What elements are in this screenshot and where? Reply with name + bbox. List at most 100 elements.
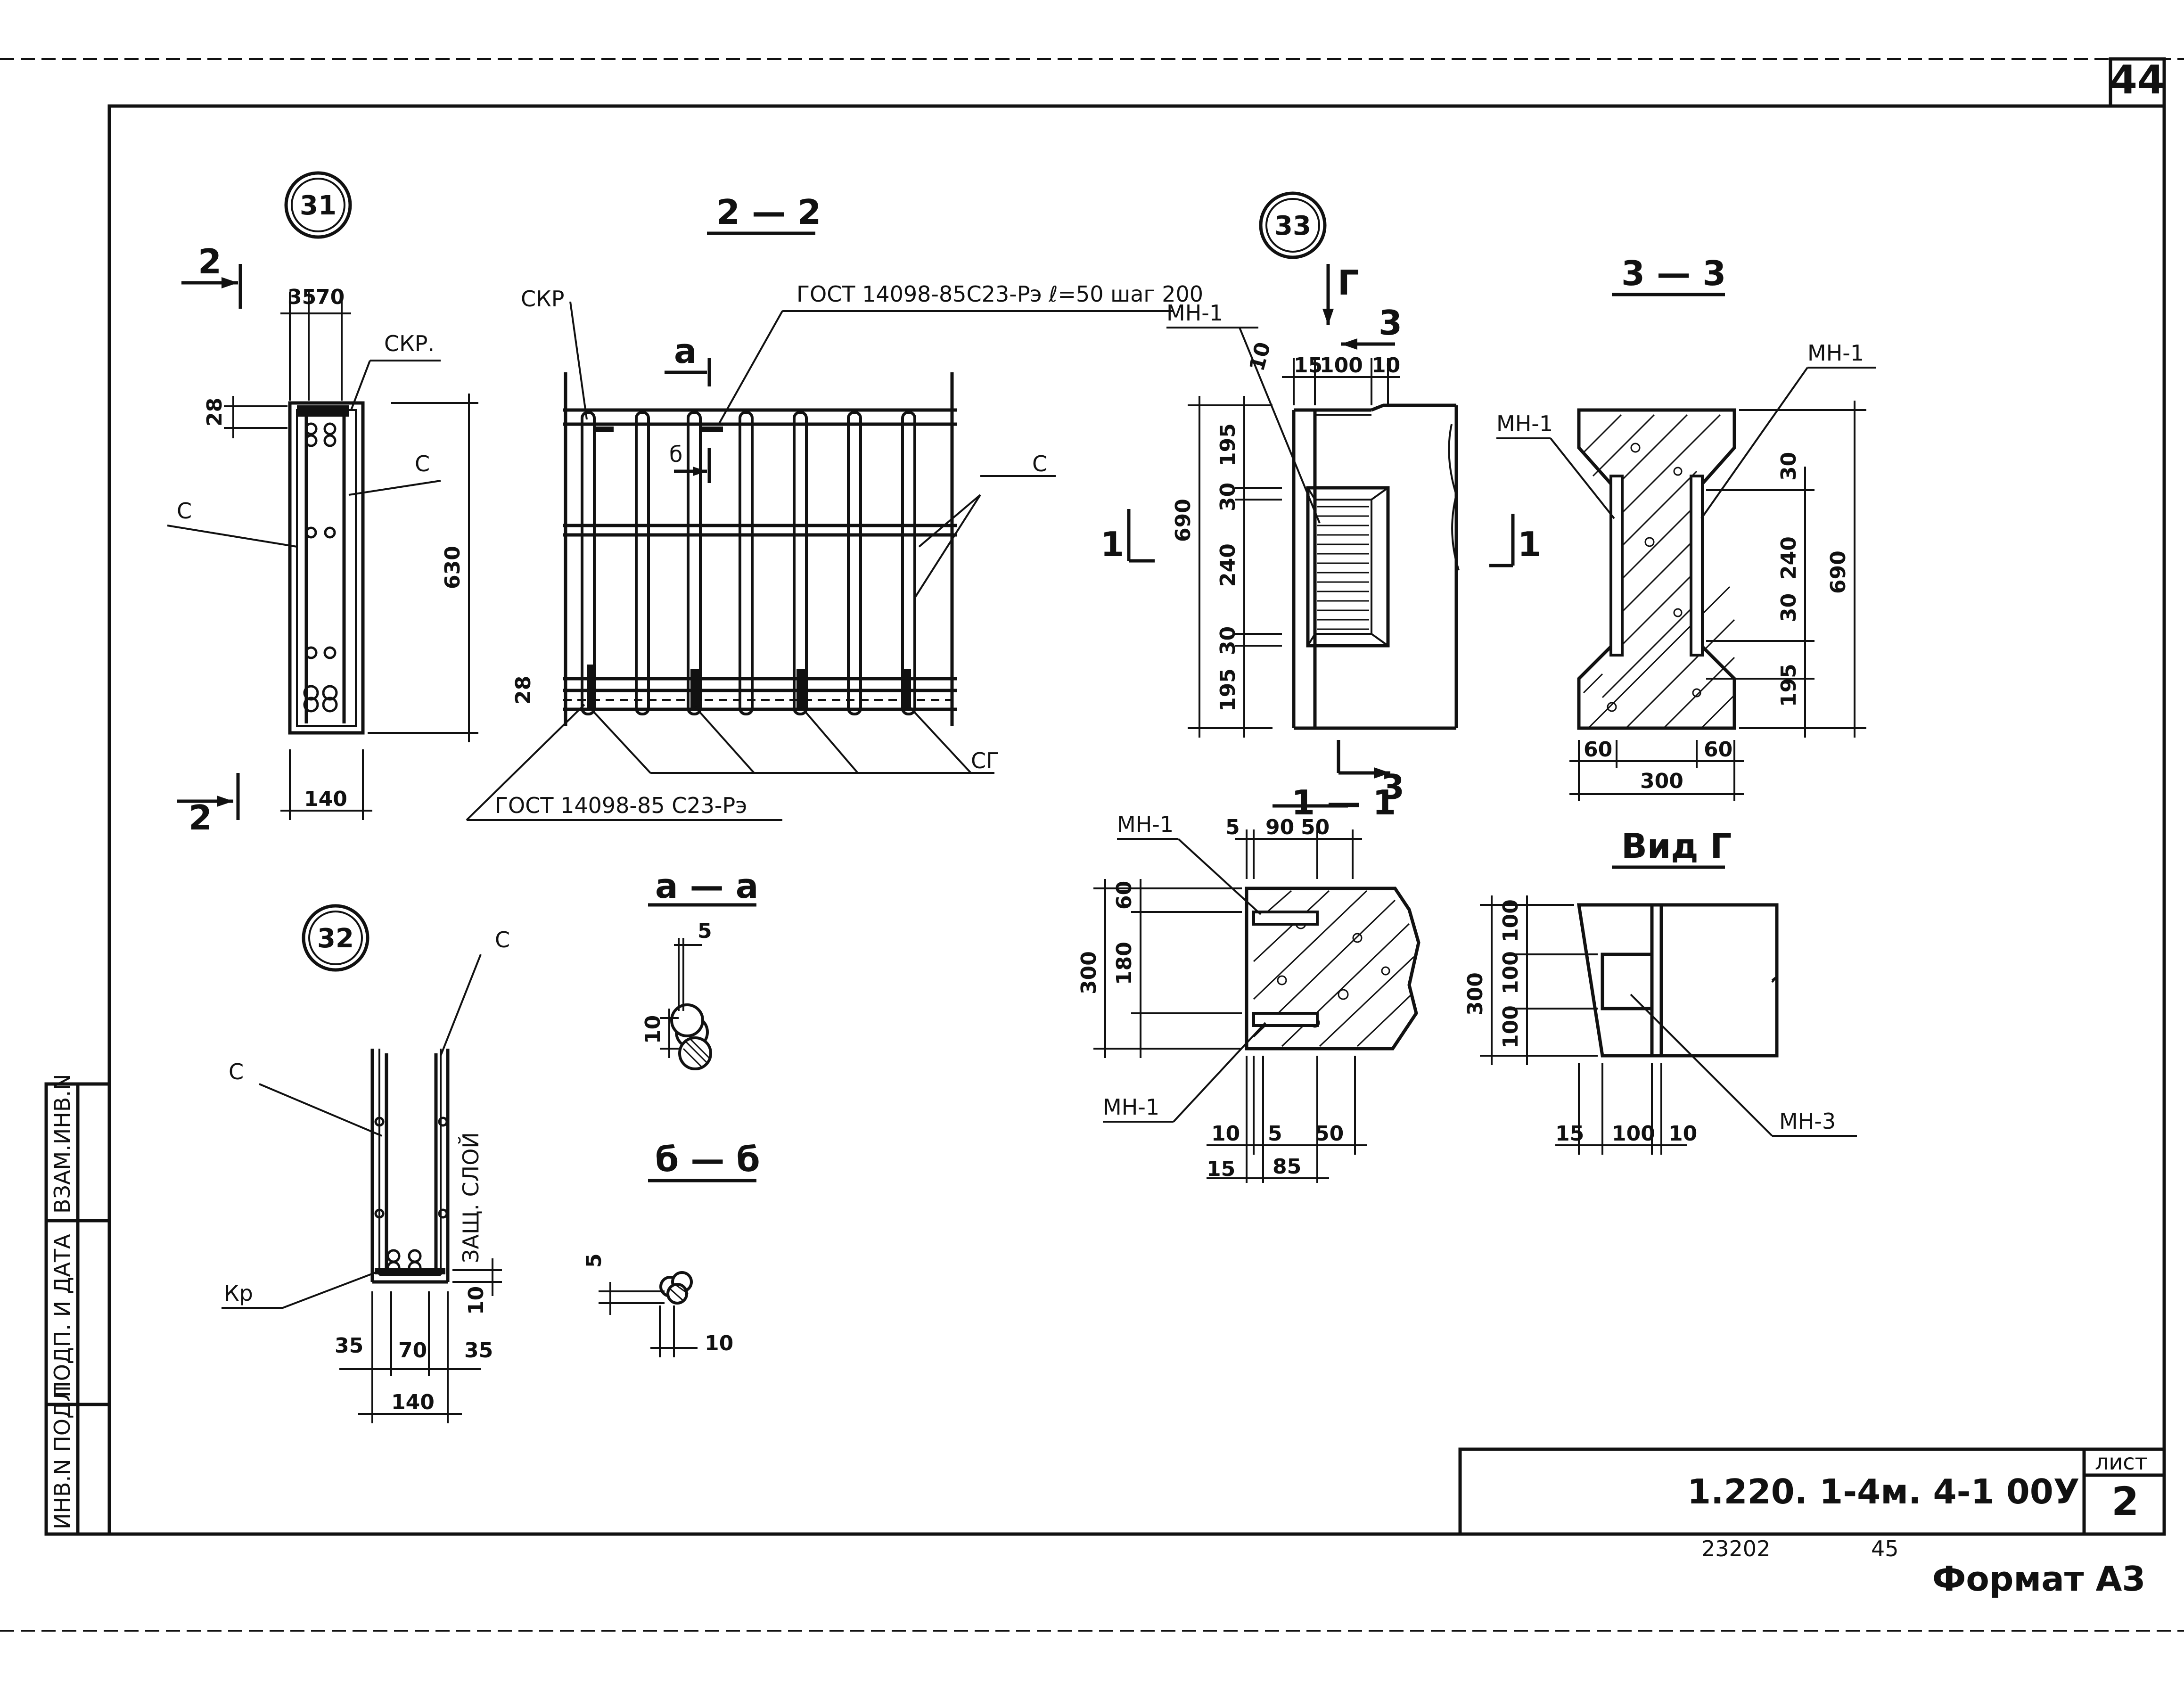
node-33-dim-10: 10: [1245, 339, 1275, 373]
section-3-3-dim-690: 690: [1826, 550, 1850, 594]
section-a-a: а — а 10 5: [641, 866, 758, 1070]
section-1-1-dim-300: 300: [1077, 951, 1101, 994]
node-33-section-1-left: 1: [1100, 525, 1124, 564]
format-label: Формат А3: [1932, 1559, 2145, 1599]
section-1-1-dim-5b: 5: [1268, 1122, 1282, 1146]
sheet-frame: 44: [0, 57, 2184, 1632]
section-1-1-dim-85: 85: [1273, 1155, 1301, 1179]
section-1-1: 1 — 1 МН-1 МН-1 5 90 50 300: [1077, 783, 1420, 1183]
node-31-label-c-left: С: [177, 498, 192, 524]
node-33-dim-15: 15: [1294, 353, 1322, 378]
section-b-b-dim-5: 5: [582, 1253, 606, 1268]
section-a-a-dim-10: 10: [641, 1015, 665, 1044]
section-1-1-dim-10: 10: [1211, 1122, 1240, 1146]
section-1-1-label-mn1-bottom: МН-1: [1103, 1094, 1159, 1120]
node-31: 31 2 2 35 70 28: [167, 171, 478, 837]
section-2-2-mark-a: а: [674, 331, 697, 371]
view-g-dim-10: 10: [1668, 1122, 1697, 1146]
section-2-2-mark-b: б: [669, 442, 682, 467]
node-33-dim-100: 100: [1320, 353, 1363, 378]
section-b-b: б — б 5 10: [582, 1140, 760, 1357]
node-33-dim-690: 690: [1171, 499, 1195, 542]
node-33-dim-10b: 10: [1371, 353, 1400, 378]
node-31-marker: 31: [300, 190, 337, 221]
node-33-dim-195a: 195: [1216, 423, 1240, 467]
section-3-3-label-mn1-left: МН-1: [1496, 411, 1553, 436]
section-1-1-dim-50b: 50: [1315, 1122, 1344, 1146]
node-31-dim-28: 28: [203, 398, 227, 427]
node-32-dim-70: 70: [398, 1338, 427, 1363]
section-3-3-dim-60a: 60: [1584, 738, 1612, 762]
section-3-3-dim-60b: 60: [1704, 738, 1732, 762]
section-1-1-dim-90: 90: [1265, 815, 1294, 839]
node-31-dim-35: 35: [287, 285, 316, 309]
node-32-label-cover: ЗАЩ. СЛОЙ: [458, 1132, 484, 1263]
node-31-dim-140: 140: [304, 787, 347, 811]
node-33-view-arrow: Г: [1338, 263, 1359, 303]
stamp-podp-data: ПОДП. И ДАТА: [49, 1234, 75, 1397]
view-g-title: Вид Г: [1621, 826, 1732, 866]
node-33-section-1-right: 1: [1518, 525, 1541, 564]
node-31-dim-630: 630: [441, 546, 465, 589]
sheet-number: 2: [2111, 1478, 2139, 1525]
view-g-dim-100c: 100: [1499, 1005, 1523, 1049]
section-3-3-title: 3 — 3: [1621, 254, 1726, 293]
section-2-2-label-skr: СКР: [521, 286, 565, 312]
page-number: 44: [2110, 57, 2165, 103]
designation-code: 1.220. 1-4м. 4-1 00У: [1687, 1472, 2079, 1511]
section-1-1-dim-15: 15: [1207, 1157, 1235, 1181]
sheet-label: лист: [2095, 1449, 2147, 1475]
section-3-3-label-mn1-right: МН-1: [1807, 340, 1864, 366]
view-g-dim-100a: 100: [1499, 899, 1523, 943]
section-3-3-dim-30a: 30: [1777, 452, 1801, 481]
view-g-dim-100d: 100: [1612, 1122, 1655, 1146]
section-3-3-dim-300: 300: [1640, 769, 1683, 793]
node-32-label-c-left: С: [229, 1059, 244, 1084]
section-3-3-dim-195: 195: [1777, 664, 1801, 707]
node-33-section-3-top: 3: [1379, 303, 1402, 343]
node-32-dim-10: 10: [464, 1286, 488, 1315]
section-1-1-dim-5: 5: [1225, 815, 1240, 839]
node-32-label-c-top: С: [495, 927, 510, 952]
view-g-dim-300: 300: [1463, 972, 1487, 1016]
section-2-2-label-sg: СГ: [971, 748, 999, 773]
section-2-2-title: 2 — 2: [716, 192, 821, 232]
handwritten-number: 45: [1871, 1536, 1899, 1561]
view-g: Вид Г 300 100 100 100 15 100 10 МН-3: [1463, 826, 1857, 1155]
title-block: 1.220. 1-4м. 4-1 00У лист 2 23202 45 Фор…: [1458, 1447, 2166, 1599]
node-32: 32 С С Кр ЗАЩ. СЛОЙ 10 35: [222, 904, 510, 1423]
section-1-1-title: 1 — 1: [1291, 783, 1396, 822]
inventory-number: 23202: [1701, 1536, 1770, 1561]
section-2-2-label-c: С: [1032, 451, 1047, 476]
section-1-1-dim-60: 60: [1112, 881, 1136, 910]
section-a-a-dim-5: 5: [698, 919, 712, 943]
view-g-label-mn3: МН-3: [1779, 1108, 1836, 1134]
section-3-3: 3 — 3 МН-1 МН-1 690 30 240: [1496, 254, 1876, 801]
node-32-marker: 32: [317, 923, 354, 954]
node-33-marker: 33: [1274, 211, 1311, 241]
section-1-1-dim-180: 180: [1112, 942, 1136, 985]
section-b-b-dim-10: 10: [705, 1331, 733, 1355]
node-33-dim-30a: 30: [1216, 483, 1240, 511]
node-32-dim-140: 140: [391, 1390, 435, 1414]
node-32-label-kr: Кр: [224, 1281, 253, 1306]
stamp-inv-podl: ИНВ.N ПОДЛ: [49, 1385, 75, 1529]
node-31-arrow-top: 2: [198, 242, 222, 281]
section-3-3-dim-30b: 30: [1777, 593, 1801, 622]
section-2-2-gost-top: ГОСТ 14098-85С23-Рэ ℓ=50 шаг 200: [796, 281, 1203, 307]
section-b-b-title: б — б: [655, 1140, 760, 1179]
view-g-dim-15: 15: [1555, 1122, 1584, 1146]
node-33-dim-195b: 195: [1216, 668, 1240, 712]
section-a-a-title: а — а: [655, 866, 758, 906]
node-31-dim-70: 70: [316, 285, 345, 309]
section-2-2-dim-28: 28: [511, 676, 535, 705]
section-1-1-dim-50: 50: [1301, 815, 1330, 839]
node-33-dim-30b: 30: [1216, 626, 1240, 655]
view-g-dim-100b: 100: [1499, 951, 1523, 994]
section-2-2-gost-bottom: ГОСТ 14098-85 С23-Рэ: [495, 793, 747, 818]
section-1-1-label-mn1-top: МН-1: [1117, 812, 1174, 837]
node-32-dim-35a: 35: [335, 1334, 363, 1358]
stamp-vzam-inv: ВЗАМ.ИНВ.N: [49, 1074, 75, 1214]
node-31-label-skr: СКР.: [384, 331, 435, 356]
